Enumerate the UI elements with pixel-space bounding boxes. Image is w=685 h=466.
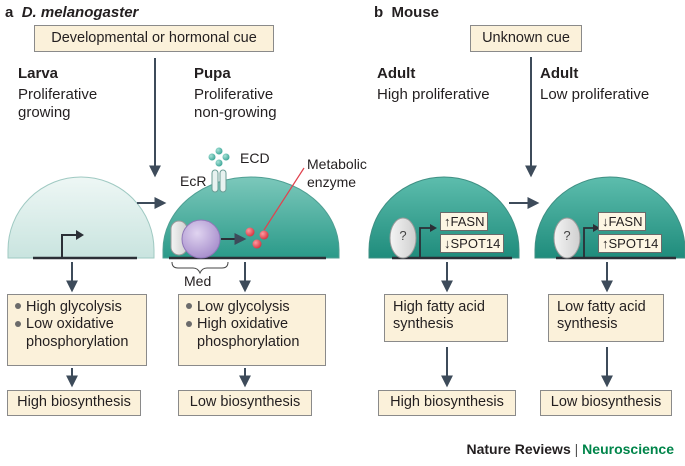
panel-a-header: a D. melanogaster bbox=[5, 4, 138, 22]
unknown-cue-box: Unknown cue bbox=[470, 25, 582, 52]
unknown-factor-high-label: ? bbox=[399, 228, 407, 243]
ecd-ligand bbox=[215, 159, 223, 167]
journal-footer: Nature Reviews | Neuroscience bbox=[466, 441, 674, 457]
unknown-factor-low bbox=[553, 217, 581, 259]
larva-outcome-label: High biosynthesis bbox=[17, 394, 131, 411]
metabolic-enzyme-label-line1: Metabolic bbox=[307, 156, 367, 172]
transcription-factor bbox=[181, 219, 221, 259]
bullet-icon bbox=[15, 303, 21, 310]
adult-high-outcome-box: High biosynthesis bbox=[378, 390, 516, 416]
adult-low-outcome-box: Low biosynthesis bbox=[540, 390, 672, 416]
bullet-icon bbox=[15, 320, 21, 327]
ecd-label: ECD bbox=[240, 150, 270, 166]
adult-high-synthesis-line2: synthesis bbox=[393, 316, 454, 333]
larva-desc-line2: growing bbox=[18, 104, 71, 121]
pupa-outcome-label: Low biosynthesis bbox=[189, 394, 301, 411]
developmental-cue-box: Developmental or hormonal cue bbox=[34, 25, 274, 52]
larva-outcome-box: High biosynthesis bbox=[7, 390, 141, 416]
spot14-high-label: SPOT14 bbox=[450, 236, 501, 251]
adult-high-outcome-label: High biosynthesis bbox=[390, 394, 504, 411]
ecr-receptor bbox=[219, 169, 227, 193]
adult-low-outcome-label: Low biosynthesis bbox=[550, 394, 662, 411]
fasn-high-box: ↑FASN bbox=[440, 212, 489, 231]
larva-promoter-arrow bbox=[61, 234, 80, 258]
journal-separator: | bbox=[574, 441, 579, 457]
unknown-cue-label: Unknown cue bbox=[482, 29, 570, 46]
developmental-cue-label: Developmental or hormonal cue bbox=[51, 29, 257, 46]
panel-b-species: Mouse bbox=[391, 4, 440, 21]
larva-oxphos-text-line1: Low oxidative bbox=[26, 316, 114, 333]
pupa-desc-line1: Proliferative bbox=[194, 86, 274, 103]
adult-low-synthesis-line1: Low fatty acid bbox=[557, 299, 646, 315]
ecr-label: EcR bbox=[180, 173, 207, 189]
up-arrow-icon: ↑ bbox=[602, 236, 609, 251]
panel-a-letter: a bbox=[5, 4, 14, 21]
enzyme-leader-line bbox=[263, 167, 305, 231]
larva-oxphos-text-line2: phosphorylation bbox=[26, 333, 129, 350]
ecd-ligand bbox=[215, 147, 223, 155]
journal-section: Neuroscience bbox=[582, 441, 674, 457]
med-label: Med bbox=[184, 273, 212, 289]
adult-high-desc: High proliferative bbox=[377, 86, 490, 103]
pupa-metabolism-item: Low glycolysis bbox=[185, 299, 319, 316]
pupa-oxphos-text-line1: High oxidative bbox=[197, 316, 289, 333]
bullet-icon bbox=[186, 303, 192, 310]
up-arrow-icon: ↑ bbox=[444, 214, 451, 229]
pupa-metabolism-item: High oxidative bbox=[185, 316, 319, 333]
pupa-glycolysis-text: Low glycolysis bbox=[197, 299, 290, 315]
unknown-factor-high bbox=[389, 217, 417, 259]
ecd-ligand bbox=[222, 153, 230, 161]
larva-metabolism-item: Low oxidative bbox=[14, 316, 140, 333]
journal-name: Nature Reviews bbox=[466, 441, 571, 457]
adult-high-synthesis-line1: High fatty acid bbox=[393, 299, 485, 315]
spot14-low-label: SPOT14 bbox=[608, 236, 659, 251]
larva-metabolism-box: High glycolysis Low oxidative phosphoryl… bbox=[7, 294, 147, 366]
ecd-ligand bbox=[208, 153, 216, 161]
adult-low-synthesis-line2: synthesis bbox=[557, 316, 618, 333]
panel-b-header: b Mouse bbox=[374, 4, 439, 22]
pupa-metabolism-box: Low glycolysis High oxidative phosphoryl… bbox=[178, 294, 326, 366]
unknown-factor-low-label: ? bbox=[563, 228, 571, 243]
larva-stage-label: Larva bbox=[18, 65, 59, 82]
down-arrow-icon: ↓ bbox=[444, 236, 451, 251]
metabolic-enzyme-label-line2: enzyme bbox=[307, 174, 357, 190]
fasn-low-label: FASN bbox=[608, 214, 643, 229]
fasn-high-label: FASN bbox=[450, 214, 485, 229]
pupa-outcome-box: Low biosynthesis bbox=[178, 390, 312, 416]
spot14-high-box: ↓SPOT14 bbox=[440, 234, 505, 253]
panel-b-letter: b bbox=[374, 4, 384, 21]
fasn-low-box: ↓FASN bbox=[598, 212, 647, 231]
larva-glycolysis-text: High glycolysis bbox=[26, 299, 122, 315]
spot14-low-box: ↑SPOT14 bbox=[598, 234, 663, 253]
enzyme-dot bbox=[245, 227, 255, 237]
ecr-receptor bbox=[211, 169, 219, 193]
bullet-icon bbox=[186, 320, 192, 327]
adult-low-desc: Low proliferative bbox=[540, 86, 650, 103]
larva-metabolism-item: High glycolysis bbox=[14, 299, 140, 316]
down-arrow-icon: ↓ bbox=[602, 214, 609, 229]
pupa-stage-label: Pupa bbox=[194, 65, 231, 82]
adult-low-stage-label: Adult bbox=[540, 65, 579, 82]
larva-desc-line1: Proliferative bbox=[18, 86, 98, 103]
pupa-oxphos-text-line2: phosphorylation bbox=[197, 333, 300, 350]
adult-high-synthesis-box: High fatty acid synthesis bbox=[384, 294, 508, 342]
enzyme-dot bbox=[259, 230, 269, 240]
adult-high-stage-label: Adult bbox=[377, 65, 416, 82]
med-bracket bbox=[171, 261, 229, 275]
adult-high-promoter-arrow bbox=[419, 227, 432, 258]
pupa-desc-line2: non-growing bbox=[194, 104, 277, 121]
adult-low-promoter-arrow bbox=[583, 227, 595, 258]
panel-a-species: D. melanogaster bbox=[21, 4, 139, 21]
enzyme-dot bbox=[252, 239, 262, 249]
adult-low-synthesis-box: Low fatty acid synthesis bbox=[548, 294, 664, 342]
larva-cell bbox=[7, 176, 155, 259]
